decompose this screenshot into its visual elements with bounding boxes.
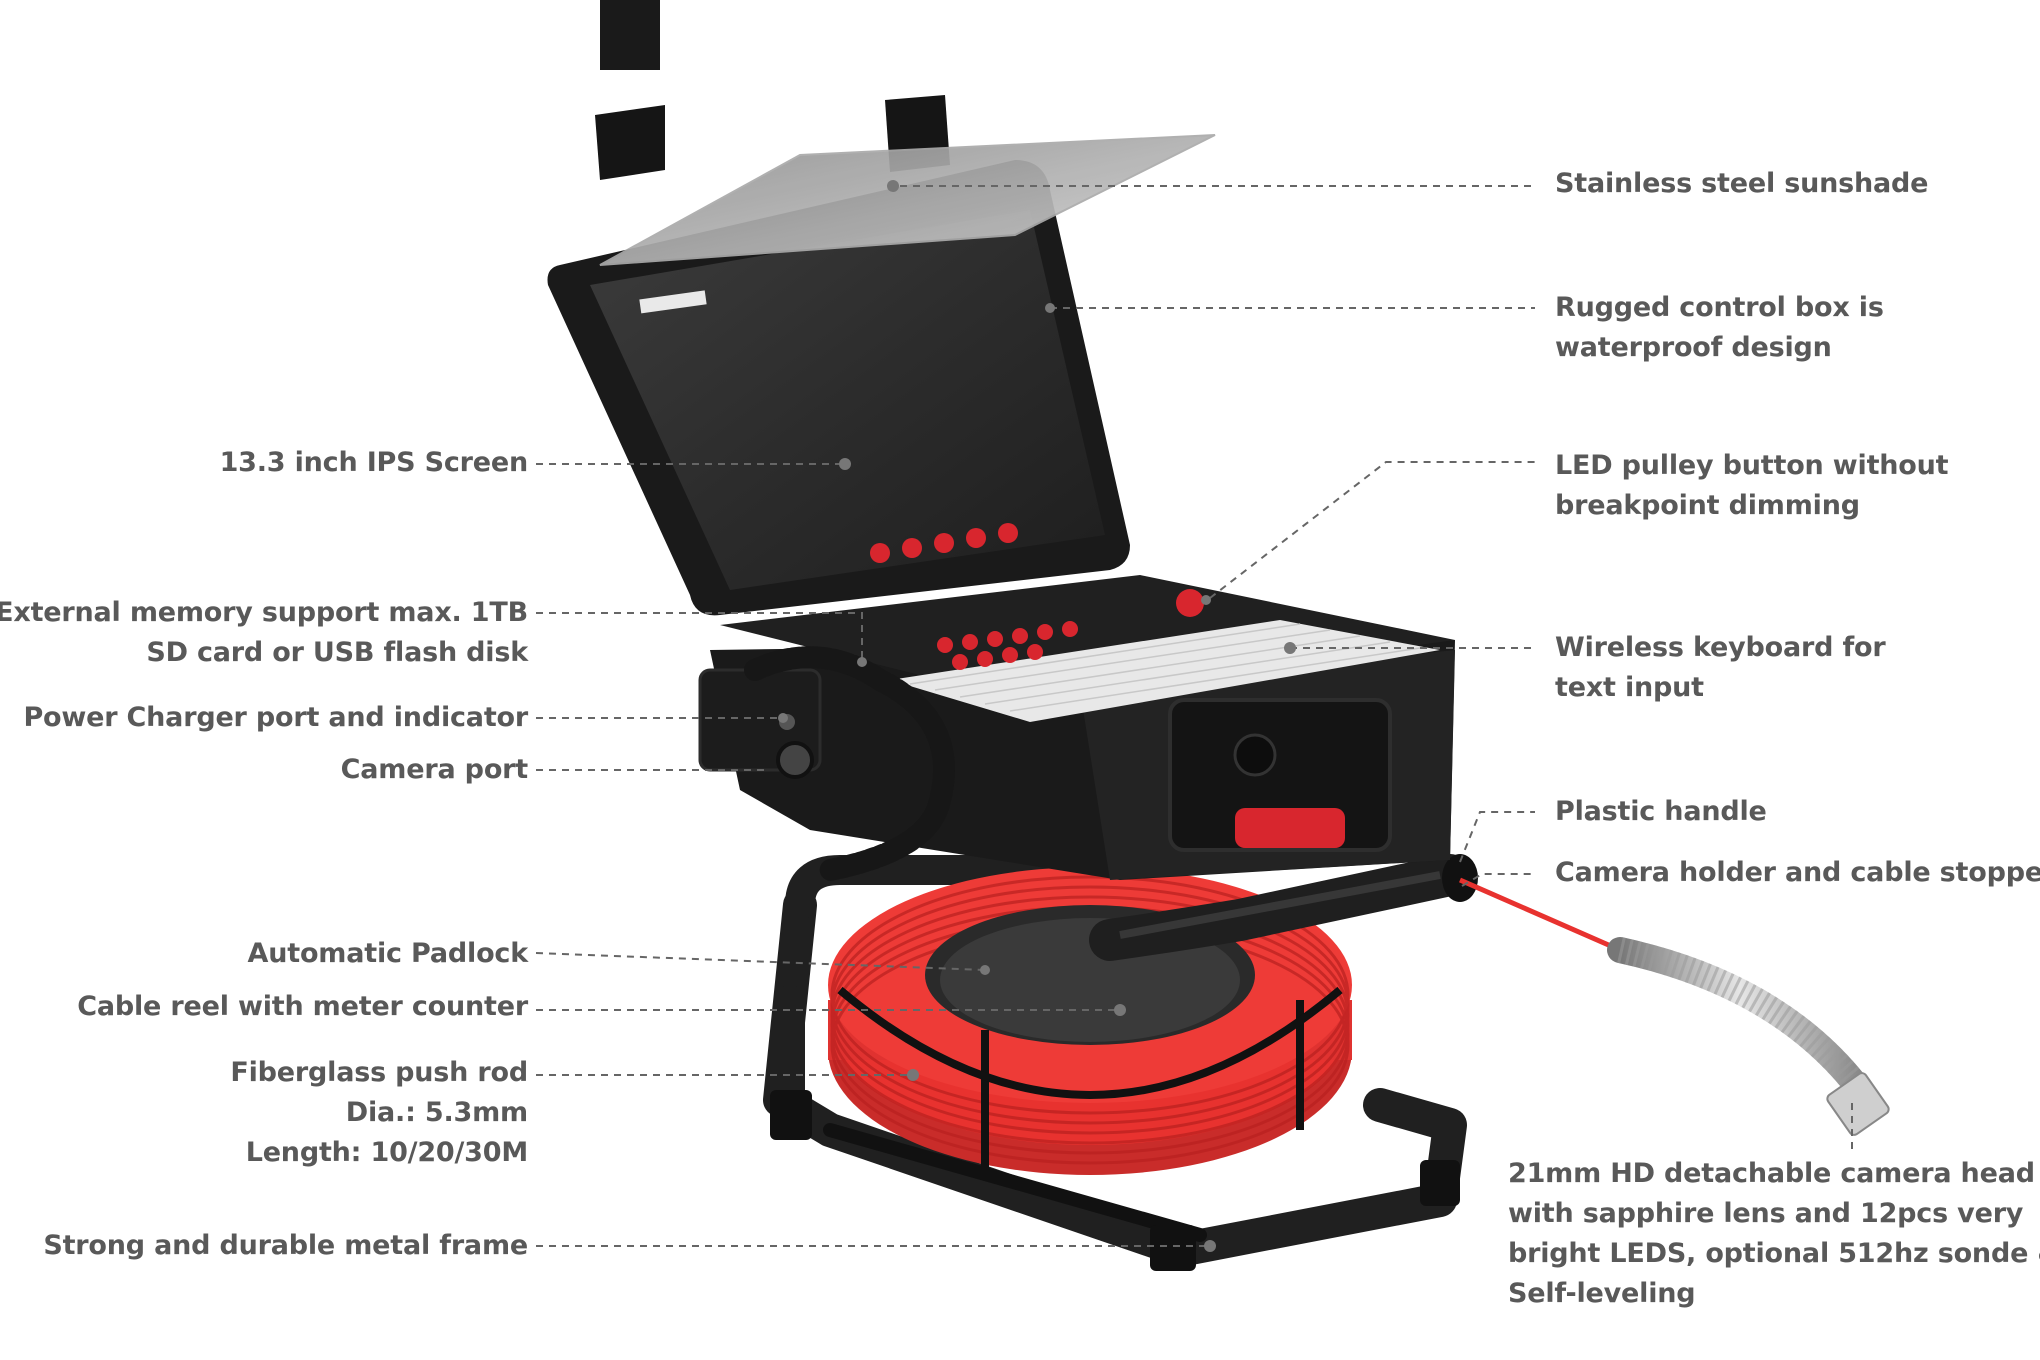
stainless-sunshade (599, 134, 1216, 266)
callout-camera-holder-line-1: Camera holder and cable stopper (1555, 857, 2040, 888)
callout-control-box-line-1: Rugged control box is (1555, 292, 1884, 323)
callout-cable-reel-line-1: Cable reel with meter counter (77, 991, 528, 1022)
callout-sunshade: Stainless steel sunshade (1555, 164, 1928, 204)
callout-push-rod: Fiberglass push rod Dia.: 5.3mm Length: … (230, 1053, 528, 1173)
control-box-lid (547, 0, 1130, 616)
callout-led-button-line-1: LED pulley button without (1555, 450, 1949, 481)
callout-push-rod-line-2: Dia.: 5.3mm (345, 1097, 528, 1128)
callout-camera-holder: Camera holder and cable stopper (1555, 853, 2040, 893)
callout-keyboard: Wireless keyboard for text input (1555, 628, 1886, 708)
callout-control-box: Rugged control box is waterproof design (1555, 288, 1884, 368)
coiled-cable (744, 646, 955, 881)
callout-frame-line-1: Strong and durable metal frame (43, 1230, 528, 1261)
callout-frame: Strong and durable metal frame (43, 1226, 528, 1266)
screen-buttons (870, 523, 1018, 563)
leader-led-button (1209, 461, 1535, 599)
callout-cable-reel: Cable reel with meter counter (77, 987, 528, 1027)
callout-camera-head-line-2: with sapphire lens and 12pcs very (1508, 1198, 2024, 1229)
keyboard-deck (720, 575, 1455, 722)
callout-led-button-line-2: breakpoint dimming (1555, 490, 1860, 521)
callout-camera-head-line-4: Self-leveling (1508, 1278, 1696, 1309)
leader-camera-holder (1461, 873, 1535, 887)
callout-camera-port: Camera port (340, 750, 529, 790)
callout-padlock: Automatic Padlock (247, 934, 529, 974)
ips-screen (590, 210, 1105, 590)
callout-sunshade-line-1: Stainless steel sunshade (1555, 168, 1929, 199)
callout-handle-line-1: Plastic handle (1555, 796, 1767, 827)
leader-lines (535, 185, 1853, 1247)
callout-memory: External memory support max. 1TB SD card… (0, 593, 528, 673)
camera-probe (1458, 877, 1890, 1136)
callout-camera-port-line-1: Camera port (340, 754, 529, 785)
control-panel-buttons (937, 621, 1078, 670)
leader-padlock (535, 952, 986, 971)
callout-charger-line-1: Power Charger port and indicator (23, 702, 528, 733)
led-pulley-button (1176, 589, 1204, 617)
leader-handle (1459, 811, 1535, 863)
callout-push-rod-line-1: Fiberglass push rod (230, 1057, 528, 1088)
plastic-handle-bar (1089, 854, 1478, 961)
callout-screen: 13.3 inch IPS Screen (219, 443, 529, 483)
callout-camera-head-line-3: bright LEDS, optional 512hz sonde & (1508, 1238, 2040, 1269)
callout-charger: Power Charger port and indicator (23, 698, 528, 738)
callout-keyboard-line-2: text input (1555, 672, 1704, 703)
callout-camera-head: 21mm HD detachable camera head with sapp… (1508, 1154, 2040, 1314)
callout-handle: Plastic handle (1555, 792, 1767, 832)
callout-led-button: LED pulley button without breakpoint dim… (1555, 446, 1949, 526)
callout-push-rod-line-3: Length: 10/20/30M (245, 1137, 529, 1168)
anchor-dots (778, 180, 1296, 1252)
callout-screen-line-1: 13.3 inch IPS Screen (219, 447, 529, 478)
callout-control-box-line-2: waterproof design (1555, 332, 1832, 363)
callout-padlock-line-1: Automatic Padlock (247, 938, 529, 969)
callout-camera-head-line-1: 21mm HD detachable camera head (1508, 1158, 2035, 1189)
leader-memory (536, 612, 863, 660)
callout-memory-line-1: External memory support max. 1TB (0, 597, 528, 628)
callout-memory-line-2: SD card or USB flash disk (146, 637, 528, 668)
callout-keyboard-line-1: Wireless keyboard for (1555, 632, 1886, 663)
